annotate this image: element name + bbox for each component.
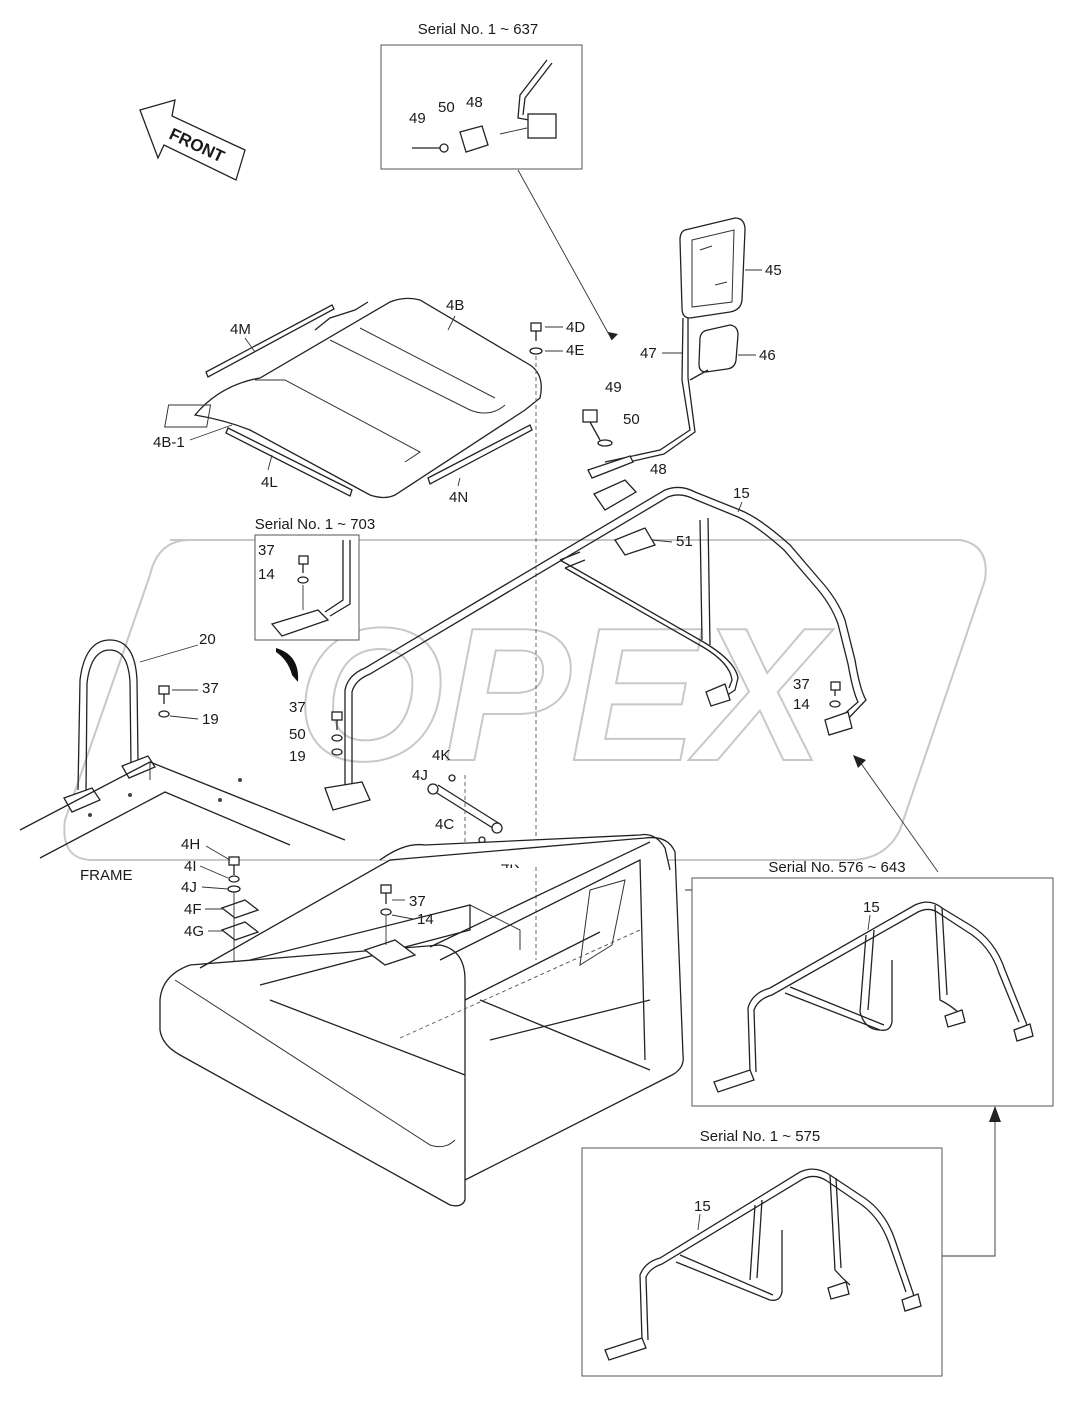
label-46: 46: [759, 347, 776, 364]
bolt-37-14-right: [829, 681, 841, 708]
arrowhead-serial-mid-right: [853, 755, 866, 768]
bolt-4D-4E: [529, 322, 543, 960]
label-37-b: 37: [289, 699, 306, 716]
label-4I: 4I: [184, 858, 197, 875]
leader-serial-top: [517, 169, 613, 341]
label-14-c: 14: [417, 911, 434, 928]
leader-serial-mid-right: [859, 761, 939, 873]
leader-serial-bottom-right: [942, 1118, 996, 1257]
arrow-serial-left: [276, 648, 299, 682]
label-4J-c: 4J: [181, 879, 197, 896]
leader-15-mid: [867, 914, 871, 931]
label-4J-a: 4J: [412, 767, 428, 784]
leader-4M: [244, 337, 256, 353]
label-37-box: 37: [258, 542, 275, 559]
bracket-detail-left: [270, 540, 351, 637]
label-4F: 4F: [184, 901, 202, 918]
label-15-bot: 15: [694, 1198, 711, 1215]
label-4N: 4N: [449, 489, 468, 506]
leader-4B: [447, 315, 456, 331]
leader-4B-1: [189, 424, 233, 441]
label-4C: 4C: [435, 816, 454, 833]
watermark: OPEX: [63, 539, 987, 861]
label-49: 49: [605, 379, 622, 396]
seat-base-4A: [159, 833, 684, 1207]
bolt-37-14-c: [380, 884, 392, 945]
mirror-mount-detail: [412, 59, 557, 153]
link-4C: [427, 774, 503, 850]
label-4E: 4E: [566, 342, 584, 359]
label-15-mid: 15: [863, 899, 880, 916]
label-50-b: 50: [289, 726, 306, 743]
leader-51: [651, 539, 673, 543]
label-14-right: 14: [793, 696, 810, 713]
front-arrow: FRONT: [139, 99, 246, 181]
roll-bar-variant-575: [604, 1168, 922, 1361]
label-4G: 4G: [184, 923, 204, 940]
label-37-right: 37: [793, 676, 810, 693]
label-4K-a: 4K: [432, 747, 450, 764]
label-4L: 4L: [261, 474, 278, 491]
serial-header-bottom-right: Serial No. 1 ~ 575: [700, 1128, 821, 1145]
label-20: 20: [199, 631, 216, 648]
roll-bar-variant-576: [713, 901, 1034, 1093]
label-19-a: 19: [202, 711, 219, 728]
bolt-stack-4H-4G: [220, 856, 260, 970]
bolt-37-19-a: [158, 685, 170, 718]
label-19-b: 19: [289, 748, 306, 765]
leader-15-bot: [697, 1213, 701, 1231]
frame-label: FRAME: [80, 867, 133, 884]
arrowhead-serial-top: [608, 332, 618, 340]
leader-4J-c: [201, 886, 229, 890]
label-45: 45: [765, 262, 782, 279]
label-14-box: 14: [258, 566, 275, 583]
label-48-top: 48: [466, 94, 483, 111]
handle-20: [63, 639, 156, 813]
label-37-c: 37: [409, 893, 426, 910]
label-50: 50: [623, 411, 640, 428]
serial-header-top: Serial No. 1 ~ 637: [418, 21, 539, 38]
roof-panel: [164, 297, 542, 499]
label-4M: 4M: [230, 321, 251, 338]
mirror-assembly: [582, 217, 746, 511]
leader-20: [139, 644, 199, 663]
label-37-a: 37: [202, 680, 219, 697]
frame-base: [19, 761, 346, 859]
leader-14-c: [391, 914, 414, 920]
serial-header-left: Serial No. 1 ~ 703: [255, 516, 376, 533]
leader-4I: [199, 865, 229, 879]
label-4B: 4B: [446, 297, 464, 314]
leader-4L: [267, 454, 273, 471]
bolt-37-50-19-b: [331, 711, 343, 756]
leader-15: [737, 501, 743, 513]
label-15: 15: [733, 485, 750, 502]
roll-bar-main: [324, 486, 867, 811]
leader-4H: [205, 845, 231, 861]
watermark-text: OPEX: [296, 589, 834, 801]
serial-header-mid-right: Serial No. 576 ~ 643: [768, 859, 905, 876]
label-51: 51: [676, 533, 693, 550]
label-4H: 4H: [181, 836, 200, 853]
serial-box-mid-right: [691, 877, 1054, 1107]
label-50-top: 50: [438, 99, 455, 116]
label-47: 47: [640, 345, 657, 362]
label-4B-1: 4B-1: [153, 434, 185, 451]
label-48: 48: [650, 461, 667, 478]
label-4D: 4D: [566, 319, 585, 336]
arrowhead-serial-bottom-right: [989, 1106, 1001, 1122]
leader-19-a: [169, 715, 199, 720]
leader-4N: [457, 477, 461, 487]
label-49-top: 49: [409, 110, 426, 127]
